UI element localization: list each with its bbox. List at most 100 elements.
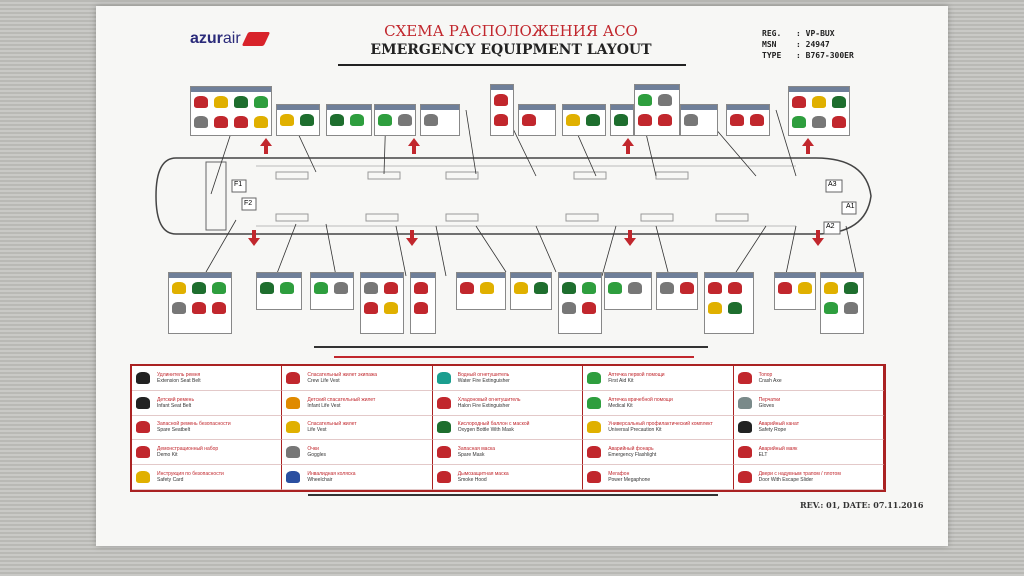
equipment-icon xyxy=(635,110,655,130)
legend-label-en: Spare Seatbelt xyxy=(157,427,191,434)
equipment-icon xyxy=(821,278,841,298)
equipment-icon xyxy=(257,278,277,298)
equipment-icon xyxy=(579,278,599,298)
legend-label-en: Medical Kit xyxy=(608,402,633,409)
equipment-icon xyxy=(191,92,211,112)
infant-vest-icon xyxy=(284,395,302,411)
gloves-icon xyxy=(736,395,754,411)
equipment-icon xyxy=(809,92,829,112)
legend-label-en: Halon Fire Extinguisher xyxy=(457,402,510,409)
door-label-a2: A2 xyxy=(826,223,835,230)
equipment-icon xyxy=(297,110,317,130)
equipment-icon xyxy=(411,298,431,318)
station-upper-8 xyxy=(610,104,634,136)
station-upper-3 xyxy=(374,104,416,136)
equipment-icon xyxy=(657,278,677,298)
station-upper-5 xyxy=(490,84,514,136)
equipment-icon xyxy=(841,298,861,318)
life-vest-icon xyxy=(284,419,302,435)
precaution-kit-icon xyxy=(585,419,603,435)
equipment-icon xyxy=(559,298,579,318)
legend-label-en: Safety Rope xyxy=(758,427,787,434)
legend-label-ru: Аварийный канат xyxy=(758,421,800,428)
revision-date: REV.: 01, DATE: 07.11.2016 xyxy=(800,500,924,510)
flashlight-icon xyxy=(585,444,603,460)
equipment-icon xyxy=(189,298,209,318)
door-label-f1: F1 xyxy=(234,181,243,188)
elt-icon xyxy=(736,444,754,460)
equipment-icon xyxy=(347,110,367,130)
legend-label-en: Emergency Flashlight xyxy=(608,452,657,459)
legend-label-en: Spare Mask xyxy=(457,452,485,459)
azurair-logo: azurair xyxy=(190,30,270,48)
equipment-icon xyxy=(211,112,231,132)
legend-label-ru: Детский ремень xyxy=(157,396,195,403)
equipment-icon xyxy=(841,278,861,298)
station-forward-left xyxy=(190,86,272,136)
equipment-icon xyxy=(559,278,579,298)
crew-vest-icon xyxy=(284,370,302,386)
station-upper-9 xyxy=(634,84,680,136)
station-lower-5 xyxy=(410,272,436,334)
legend-label-en: Goggles xyxy=(307,452,327,459)
aircraft-meta: REG.: VP-BUX MSN: 24947 TYPE: B767-300ER xyxy=(762,29,854,60)
equipment-icon xyxy=(705,278,725,298)
legend-label-ru: Спасательный жилет xyxy=(307,421,357,428)
oxygen-bottle-icon xyxy=(435,419,453,435)
equipment-icon xyxy=(331,278,351,298)
equipment-icon xyxy=(421,110,441,130)
demo-kit-icon xyxy=(134,444,152,460)
equipment-icon xyxy=(169,298,189,318)
legend-label-en: Demo Kit xyxy=(157,452,178,459)
equipment-icon xyxy=(395,110,415,130)
equipment-icon xyxy=(605,278,625,298)
legend-label-ru: Запасная маска xyxy=(457,446,496,453)
station-upper-10 xyxy=(680,104,718,136)
station-upper-6 xyxy=(518,104,556,136)
equipment-icon xyxy=(381,298,401,318)
station-lower-7 xyxy=(510,272,552,310)
legend-label-ru: Хладоновый огнетушитель xyxy=(457,396,521,403)
equipment-icon xyxy=(277,110,297,130)
water-extinguisher-icon xyxy=(435,370,453,386)
extension-belt-icon xyxy=(134,370,152,386)
legend-label-en: Infant Seat Belt xyxy=(157,402,192,409)
station-lower-12 xyxy=(774,272,816,310)
legend-label-en: Crew Life Vest xyxy=(307,377,340,384)
legend-label-en: Door With Escape Slider xyxy=(758,477,814,484)
door-label-f2: F2 xyxy=(244,200,253,207)
legend-label-ru: Кислородный баллон с маской xyxy=(457,421,530,428)
legend-label-en: Safety Card xyxy=(157,477,184,484)
station-lower-1 xyxy=(168,272,232,334)
equipment-icon xyxy=(775,278,795,298)
equipment-icon xyxy=(519,110,539,130)
legend-label-ru: Инвалидная коляска xyxy=(307,471,356,478)
legend-label-en: Infant Life Vest xyxy=(307,402,341,409)
legend-label-en: Extension Seat Belt xyxy=(157,377,201,384)
legend-label-en: Water Fire Extinguisher xyxy=(457,377,510,384)
crash-axe-icon xyxy=(736,370,754,386)
station-lower-10 xyxy=(656,272,698,310)
legend-label-en: Gloves xyxy=(758,402,775,409)
legend-label-ru: Аптечка врачебной помощи xyxy=(608,396,673,403)
equipment-icon xyxy=(361,278,381,298)
equipment-icon xyxy=(789,112,809,132)
equipment-icon xyxy=(821,298,841,318)
equipment-icon xyxy=(231,112,251,132)
station-lower-6 xyxy=(456,272,506,310)
equipment-icon xyxy=(611,110,631,130)
equipment-icon xyxy=(491,110,511,130)
